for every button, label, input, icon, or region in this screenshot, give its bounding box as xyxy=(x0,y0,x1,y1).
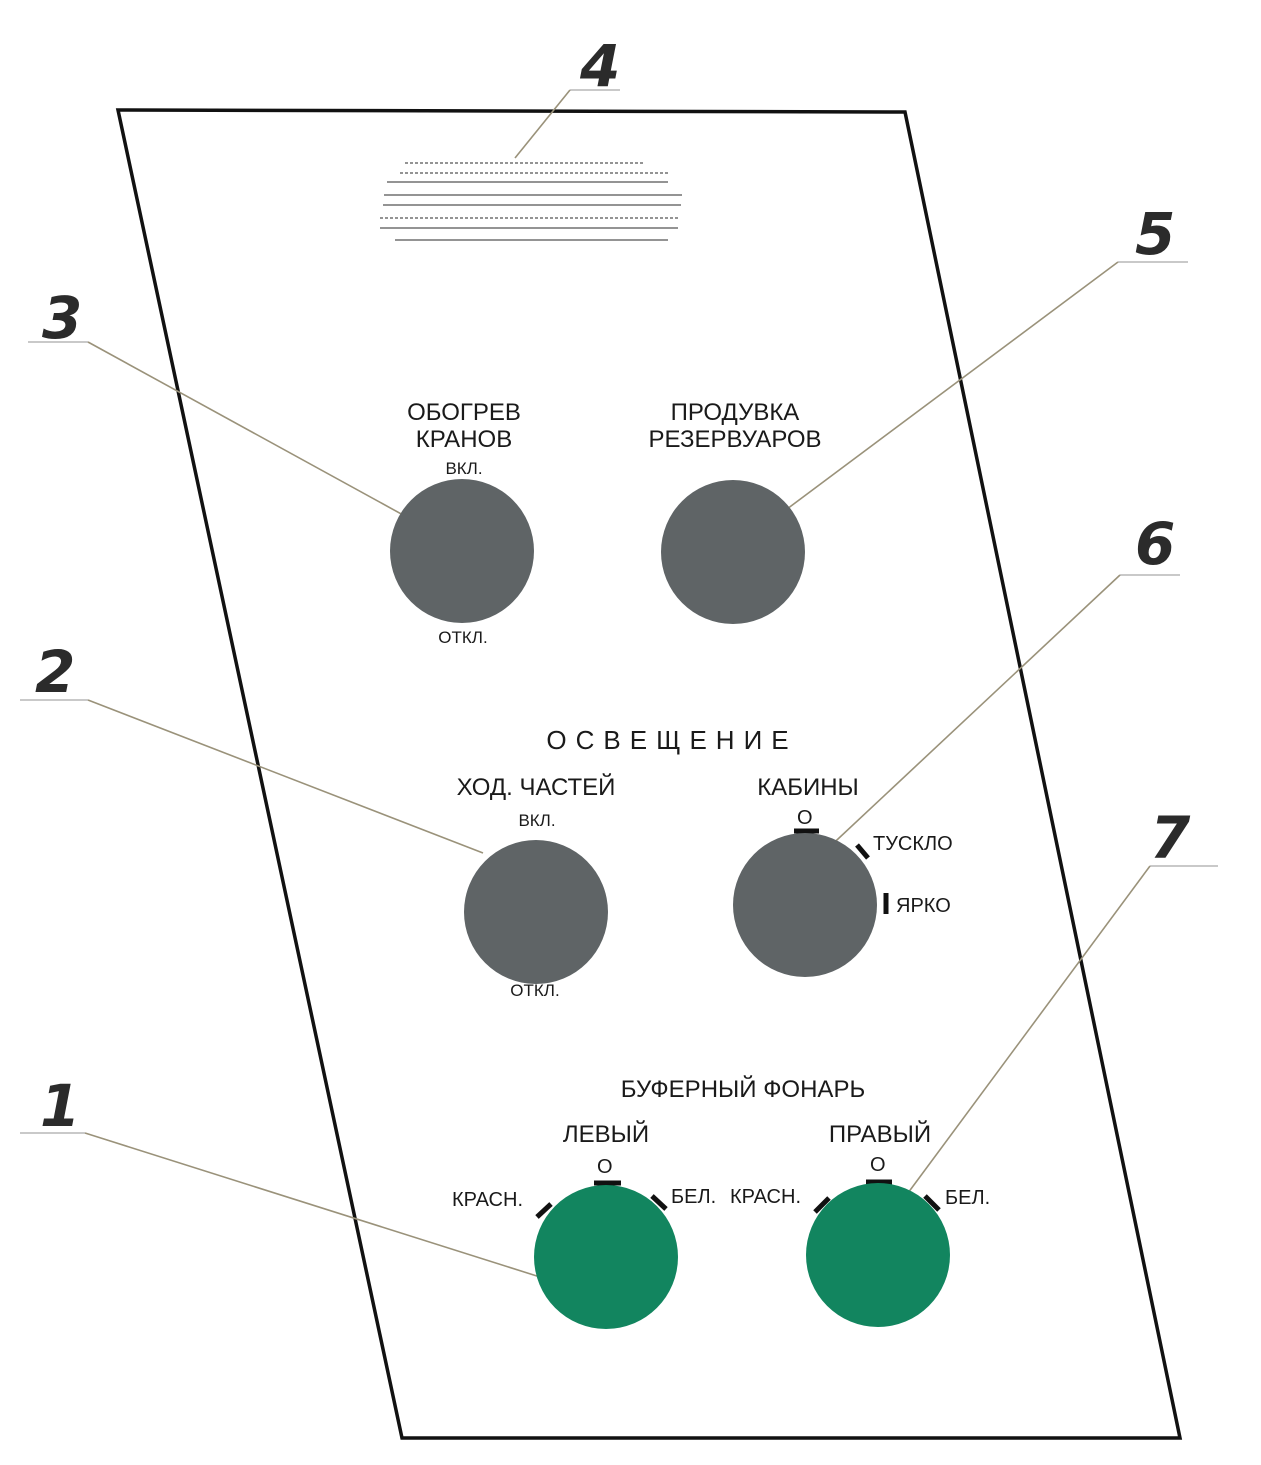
purge-title-line2: РЕЗЕРВУАРОВ xyxy=(648,426,821,453)
callout-6: 6 xyxy=(1135,510,1175,578)
purge-button-knob[interactable] xyxy=(661,480,805,624)
buffer-left-red-tick xyxy=(535,1202,553,1219)
heating-off-label: ОТКЛ. xyxy=(438,628,487,647)
buffer-right-red-label: КРАСН. xyxy=(730,1186,801,1208)
buffer-left-selector-knob[interactable] xyxy=(534,1185,678,1329)
buffer-light-title: БУФЕРНЫЙ ФОНАРЬ xyxy=(621,1075,865,1103)
running-gear-on-label: ВКЛ. xyxy=(518,811,555,830)
callout-1: 1 xyxy=(40,1072,80,1140)
ventilation-grille xyxy=(380,162,682,241)
buffer-left-title: ЛЕВЫЙ xyxy=(563,1120,649,1148)
lighting-section-title: ОСВЕЩЕНИЕ xyxy=(546,725,797,755)
buffer-left-off-label: О xyxy=(597,1156,613,1178)
buffer-right-red-tick xyxy=(813,1196,831,1214)
buffer-right-off-label: О xyxy=(870,1154,886,1176)
buffer-left-white-label: БЕЛ. xyxy=(671,1186,716,1208)
buffer-left-white-tick xyxy=(650,1194,668,1211)
callout-4: 4 xyxy=(579,32,620,100)
cabin-light-selector-knob[interactable] xyxy=(733,833,877,977)
callout-7: 7 xyxy=(1150,804,1191,872)
buffer-right-title: ПРАВЫЙ xyxy=(829,1120,931,1148)
cabin-bright-label: ЯРКО xyxy=(896,895,951,917)
cabin-dim-tick xyxy=(855,843,870,860)
purge-title-line1: ПРОДУВКА xyxy=(671,399,800,426)
buffer-right-selector-knob[interactable] xyxy=(806,1183,950,1327)
panel-outline xyxy=(115,108,1183,1440)
running-gear-title: ХОД. ЧАСТЕЙ xyxy=(457,773,616,801)
cabin-off-label: О xyxy=(797,807,813,829)
heating-on-label: ВКЛ. xyxy=(445,459,482,478)
heating-title-line1: ОБОГРЕВ xyxy=(407,399,521,426)
cabin-title: КАБИНЫ xyxy=(757,774,859,801)
buffer-right-white-label: БЕЛ. xyxy=(945,1187,990,1209)
callout-5: 5 xyxy=(1135,200,1175,268)
buffer-right-white-tick xyxy=(923,1194,941,1212)
callout-3: 3 xyxy=(42,284,82,352)
heating-title-line2: КРАНОВ xyxy=(416,426,512,453)
callout-2: 2 xyxy=(35,638,75,706)
cabin-dim-label: ТУСКЛО xyxy=(873,833,953,855)
running-gear-toggle-knob[interactable] xyxy=(464,840,608,984)
heating-toggle-knob[interactable] xyxy=(390,479,534,623)
buffer-left-red-label: КРАСН. xyxy=(452,1189,523,1211)
callout-leaders xyxy=(20,89,1218,1278)
running-gear-off-label: ОТКЛ. xyxy=(510,981,559,1000)
